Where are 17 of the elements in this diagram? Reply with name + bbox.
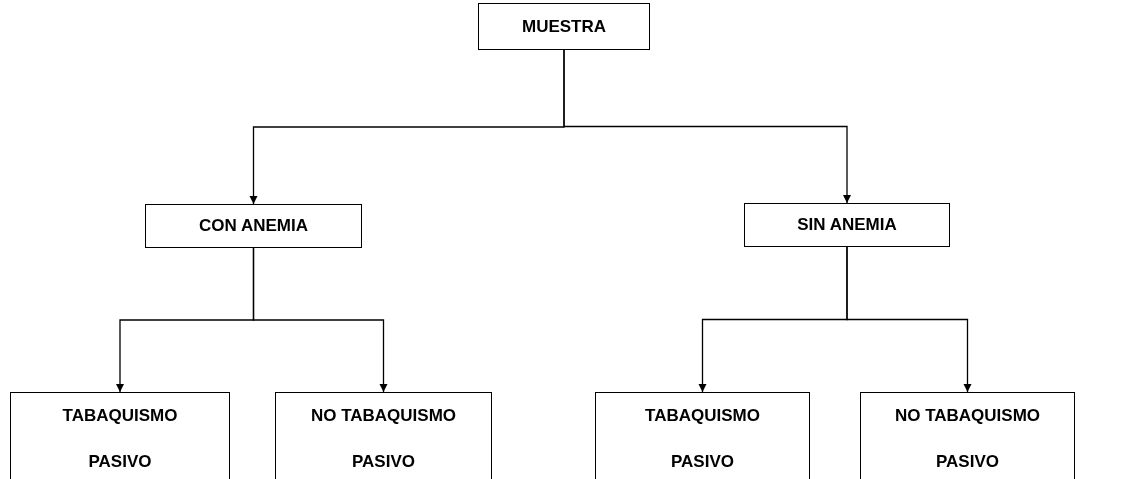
- arrow: [563, 49, 851, 204]
- box-label: TABAQUISMO PASIVO: [61, 405, 179, 473]
- category-box: [595, 392, 810, 479]
- box-label: CON ANEMIA: [199, 216, 308, 236]
- category-box: [744, 203, 950, 247]
- box-label: SIN ANEMIA: [797, 215, 897, 235]
- arrow: [252, 247, 388, 393]
- box-label: TABAQUISMO PASIVO: [644, 405, 761, 473]
- box-label: NO TABAQUISMO PASIVO: [309, 405, 458, 473]
- category-box: [10, 392, 230, 479]
- box-label: MUESTRA: [521, 16, 607, 37]
- category-box: [478, 3, 650, 50]
- arrow: [846, 246, 972, 393]
- category-box: [145, 204, 362, 248]
- category-box: [275, 392, 492, 479]
- category-box: [860, 392, 1075, 479]
- box-label: NO TABAQUISMO PASIVO: [893, 405, 1042, 473]
